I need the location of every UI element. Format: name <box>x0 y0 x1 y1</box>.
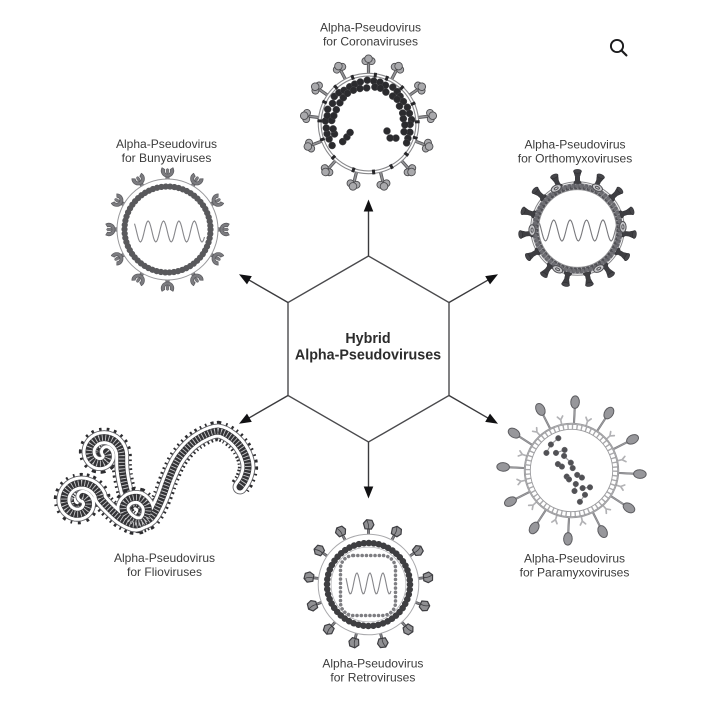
svg-text:for Coronaviruses: for Coronaviruses <box>323 35 418 49</box>
svg-text:for Paramyxoviruses: for Paramyxoviruses <box>520 566 630 580</box>
svg-text:Alpha-Pseudovirus: Alpha-Pseudovirus <box>524 552 625 566</box>
svg-text:for Retroviruses: for Retroviruses <box>330 670 415 684</box>
svg-text:for Flioviruses: for Flioviruses <box>127 565 202 579</box>
svg-text:Alpha-Pseudovirus: Alpha-Pseudovirus <box>116 137 217 151</box>
svg-text:Alpha-Pseudovirus: Alpha-Pseudovirus <box>320 21 421 35</box>
svg-text:for Bunyaviruses: for Bunyaviruses <box>122 151 212 165</box>
svg-text:Alpha-Pseudoviruses: Alpha-Pseudoviruses <box>295 347 441 363</box>
svg-text:Alpha-Pseudovirus: Alpha-Pseudovirus <box>524 138 625 152</box>
svg-text:Alpha-Pseudovirus: Alpha-Pseudovirus <box>322 656 423 670</box>
svg-text:for Orthomyxoviruses: for Orthomyxoviruses <box>518 152 632 166</box>
svg-text:Alpha-Pseudovirus: Alpha-Pseudovirus <box>114 551 215 565</box>
svg-text:Hybrid: Hybrid <box>345 331 390 347</box>
